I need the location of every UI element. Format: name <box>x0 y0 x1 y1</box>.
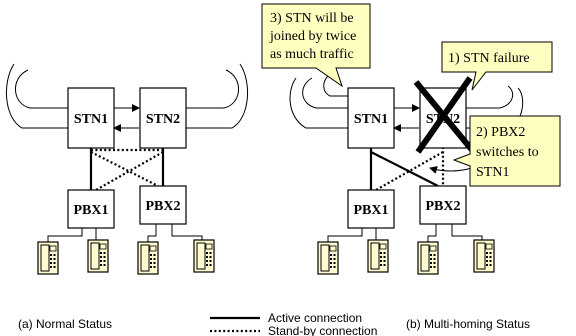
stn1-outer-trunk-a <box>15 69 68 109</box>
legend-active-label: Active connection <box>268 311 362 325</box>
stn1-outer-trunk-c <box>323 75 348 97</box>
switch-callout-line-3: STN1 <box>476 165 509 180</box>
telephone-icon <box>417 241 439 275</box>
caption-multihoming-status: (b) Multi-homing Status <box>406 317 530 331</box>
failure-callout: 1) STN failure <box>441 41 553 91</box>
telephone-icon <box>193 239 215 273</box>
pbx2-phone-wire-a <box>427 224 437 242</box>
traffic-callout-line-2: joined by twice <box>269 29 356 44</box>
normal-status-panel: STN1 STN2 PBX1 PBX2 <box>5 63 249 275</box>
switch-callout-line-2: switches to <box>476 145 539 160</box>
telephone-icon <box>87 239 109 273</box>
pbx2-stn1-standby-link <box>95 151 164 191</box>
pbx1-node: PBX1 <box>347 189 395 229</box>
pbx2-label: PBX2 <box>426 199 461 214</box>
pbx1-label: PBX1 <box>74 203 109 218</box>
stn2-outer-trunk-b <box>186 63 249 129</box>
switchover-arrow <box>429 166 473 174</box>
failure-callout-text: 1) STN failure <box>448 51 530 66</box>
multihoming-status-panel: STN1 STN2 PBX1 PBX2 <box>261 3 561 275</box>
switch-callout: 2) PBX2 switches to STN1 <box>452 115 561 187</box>
stn2-outer-trunk-a <box>466 85 514 109</box>
stn1-label: STN1 <box>74 112 108 127</box>
traffic-callout-line-3: as much traffic <box>270 47 354 62</box>
pbx1-phone-wire-a <box>327 228 363 242</box>
telephone-icon <box>137 241 159 275</box>
caption-normal-status: (a) Normal Status <box>18 317 112 331</box>
stn1-outer-trunk-b <box>5 63 68 129</box>
pbx2-phone-wire-a <box>147 224 157 242</box>
pbx2-node: PBX2 <box>419 185 467 225</box>
telephone-icon <box>317 241 339 275</box>
telephone-icon <box>473 239 495 273</box>
pbx2-phone-wire-b <box>171 224 203 240</box>
pbx2-node: PBX2 <box>139 185 187 225</box>
pbx1-phone-wire-a <box>47 228 83 242</box>
stn2-node: STN2 <box>139 87 187 149</box>
stn2-outer-trunk-a <box>186 69 239 109</box>
pbx1-label: PBX1 <box>354 203 389 218</box>
pbx2-phone-wire-b <box>451 224 483 240</box>
stn1-label: STN1 <box>354 112 388 127</box>
stn2-label: STN2 <box>146 112 180 127</box>
traffic-callout-line-1: 3) STN will be <box>270 11 354 26</box>
pbx1-stn2-standby-link <box>90 151 159 187</box>
stn1-outer-trunk-b <box>289 77 348 129</box>
legend-standby-label: Stand-by connection <box>268 324 377 336</box>
telephone-icon <box>37 241 59 275</box>
stn1-node: STN1 <box>347 87 395 149</box>
telephone-icon <box>367 239 389 273</box>
stn1-outer-trunk-a <box>302 77 348 109</box>
switch-callout-line-1: 2) PBX2 <box>476 125 525 140</box>
pbx1-node: PBX1 <box>67 189 115 229</box>
traffic-callout: 3) STN will be joined by twice as much t… <box>261 3 371 88</box>
legend: Active connection Stand-by connection <box>210 311 377 336</box>
stn1-node: STN1 <box>67 87 115 149</box>
pbx2-stn1-active-link <box>370 151 439 187</box>
failure-cross-icon <box>413 76 475 154</box>
pbx2-label: PBX2 <box>146 199 181 214</box>
